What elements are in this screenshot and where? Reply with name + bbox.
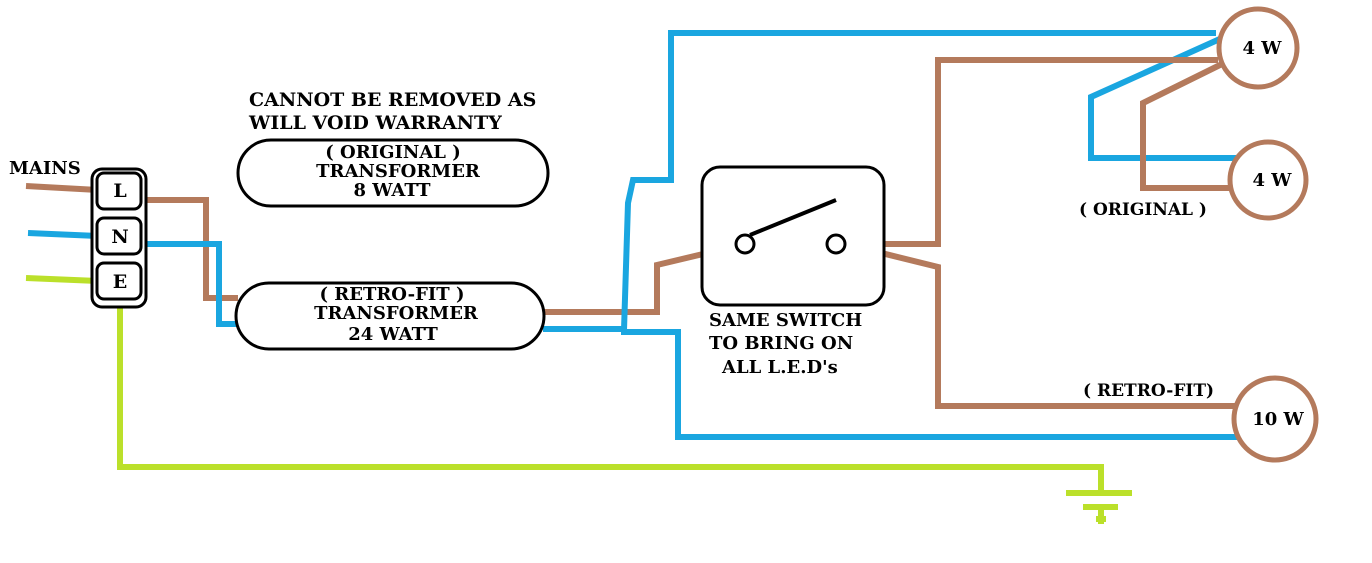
live-to-retrofit-wire [134,197,238,301]
terminal-earth [95,261,143,301]
neutral-riser-wire [621,30,1216,331]
lamp-top: 4 W [1216,6,1300,90]
terminal-neutral [95,216,143,256]
switch-note-line-1: SAME SWITCH [709,310,862,331]
original-transformer: ( ORIGINAL ) TRANSFORMER 8 WATT [236,138,550,208]
terminal-neutral-label: N [111,226,128,248]
switch-lever [749,198,837,237]
lamp-middle-label: 4 W [1252,170,1292,191]
retrofit-transformer-line-1: ( RETRO-FIT ) [319,284,464,305]
switch [700,165,886,307]
retrofit-transformer-line-3: 24 WATT [348,324,438,345]
retrofit-transformer-line-2: TRANSFORMER [314,303,479,324]
lamp-bottom: 10 W [1231,375,1319,463]
switched-live-top-wire [845,57,1218,247]
warning-line-1: CANNOT BE REMOVED AS [249,89,536,111]
mains-live-wire [25,183,99,193]
switched-live-bridge-wire [1140,61,1230,191]
switch-note-line-3: ALL L.E.D's [721,357,838,378]
earth-wire [117,298,1104,493]
mains-terminal-block: L N E [90,167,148,309]
terminal-live [95,171,143,211]
retrofit-neutral-out-wire [543,326,1238,440]
lamp-retrofit-label: ( RETRO-FIT) [1083,381,1214,401]
switch-terminal-left [734,233,756,255]
original-transformer-line-1: ( ORIGINAL ) [325,142,461,163]
mains-earth-wire [25,275,99,284]
mains-label: MAINS [9,158,81,179]
lamp-bottom-label: 10 W [1252,409,1304,430]
original-transformer-line-3: 8 WATT [354,180,432,201]
lamp-original-label: ( ORIGINAL ) [1079,200,1207,220]
wires [25,30,1240,524]
terminal-earth-label: E [113,271,127,293]
switched-live-retrofit-wire [844,241,1240,409]
neutral-to-retrofit-wire [134,241,238,327]
original-transformer-line-2: TRANSFORMER [316,161,481,182]
mains-neutral-wire [27,230,99,239]
switch-note-line-2: TO BRING ON [709,333,853,354]
neutral-lamp-bridge-wire [1088,35,1236,161]
earth-ground-symbol [1066,490,1132,524]
terminal-live-label: L [113,180,126,202]
switch-terminal-right [825,233,847,255]
warning-line-2: WILL VOID WARRANTY [248,112,502,134]
lamp-top-label: 4 W [1242,38,1282,59]
retrofit-transformer: ( RETRO-FIT ) TRANSFORMER 24 WATT [234,281,546,351]
lamp-middle: 4 W [1227,139,1309,221]
